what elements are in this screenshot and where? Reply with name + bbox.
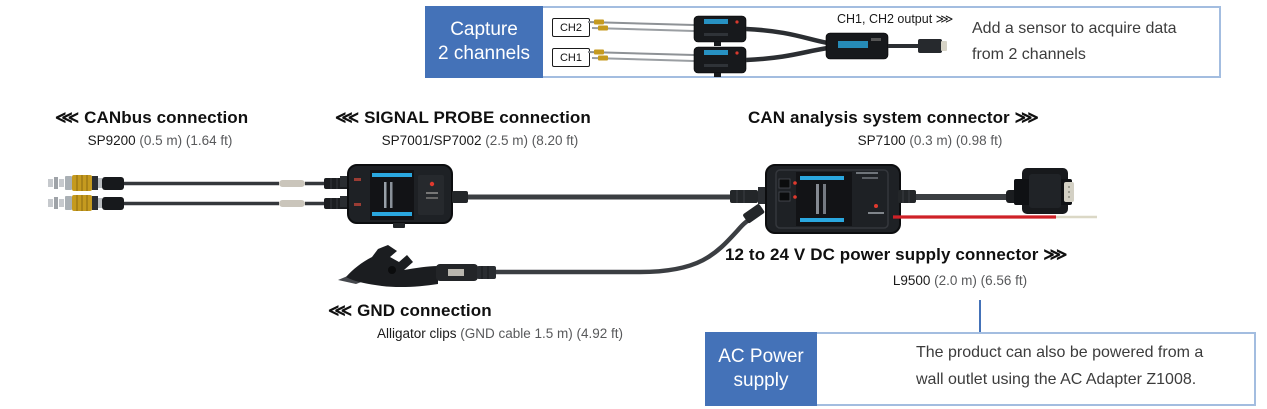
capture-probe-box-ch1 bbox=[693, 46, 747, 77]
gnd-cable bbox=[496, 214, 756, 275]
canbus-connection-spec: SP9200 (0.5 m) (1.64 ft) bbox=[87, 133, 233, 148]
capture-label-line1: Capture bbox=[450, 19, 518, 40]
signal-probe-connection-spec: SP7001/SP7002 (2.5 m) (8.20 ft) bbox=[381, 133, 579, 148]
ac-power-label-line1: AC Power bbox=[718, 346, 804, 367]
capture-description-line1: Add a sensor to acquire data bbox=[972, 20, 1177, 37]
ch2-label: CH2 bbox=[552, 18, 590, 37]
ac-power-label-line2: supply bbox=[733, 370, 789, 391]
probe-to-can-cable bbox=[452, 190, 758, 203]
gnd-connection-spec: Alligator clips (GND cable 1.5 m) (4.92 … bbox=[376, 326, 624, 341]
capture-label-line2: 2 channels bbox=[438, 43, 530, 64]
ch1-ch2-output-label: CH1, CH2 output ⋙ bbox=[837, 12, 954, 26]
capture-probe-pair-ch2 bbox=[587, 19, 695, 32]
gnd-cable-plug bbox=[743, 204, 765, 224]
dsub-connector-icon bbox=[1014, 168, 1074, 214]
signal-probe-device bbox=[340, 164, 453, 228]
can-analysis-system-connector-spec: SP7100 (0.3 m) (0.98 ft) bbox=[857, 133, 1003, 148]
can-to-dsub-cable bbox=[898, 190, 1026, 203]
canbus-cable-1 bbox=[48, 175, 350, 191]
signal-probe-connection-title: ⋘ SIGNAL PROBE connection bbox=[335, 108, 591, 127]
dc-power-supply-connector-spec: L9500 (2.0 m) (6.56 ft) bbox=[892, 273, 1028, 288]
can-analysis-system-connector-title: CAN analysis system connector ⋙ bbox=[748, 108, 1039, 127]
capture-description-line2: from 2 channels bbox=[972, 46, 1086, 63]
capture-junction-box bbox=[825, 32, 889, 60]
capture-output-connector-icon bbox=[918, 39, 947, 53]
capture-cable-ch2 bbox=[745, 26, 829, 46]
canbus-cable-2 bbox=[48, 195, 350, 211]
capture-probe-box-ch2 bbox=[693, 15, 747, 46]
ac-power-supply-label: AC Power supply bbox=[705, 332, 817, 406]
gnd-alligator-clip-icon bbox=[338, 245, 496, 288]
ch1-label: CH1 bbox=[552, 48, 590, 67]
ac-power-description-line1: The product can also be powered from a bbox=[916, 344, 1204, 361]
capture-2-channels-label: Capture 2 channels bbox=[425, 6, 543, 78]
gnd-connection-title: ⋘ GND connection bbox=[328, 301, 492, 320]
ac-power-description-line2: wall outlet using the AC Adapter Z1008. bbox=[916, 371, 1197, 388]
capture-probe-pair-ch1 bbox=[587, 49, 695, 62]
capture-cable-ch1 bbox=[745, 45, 829, 63]
canbus-connection-title: ⋘ CANbus connection bbox=[55, 108, 249, 127]
dc-power-supply-connector-title: 12 to 24 V DC power supply connector ⋙ bbox=[725, 245, 1068, 264]
can-analysis-device bbox=[758, 164, 901, 234]
